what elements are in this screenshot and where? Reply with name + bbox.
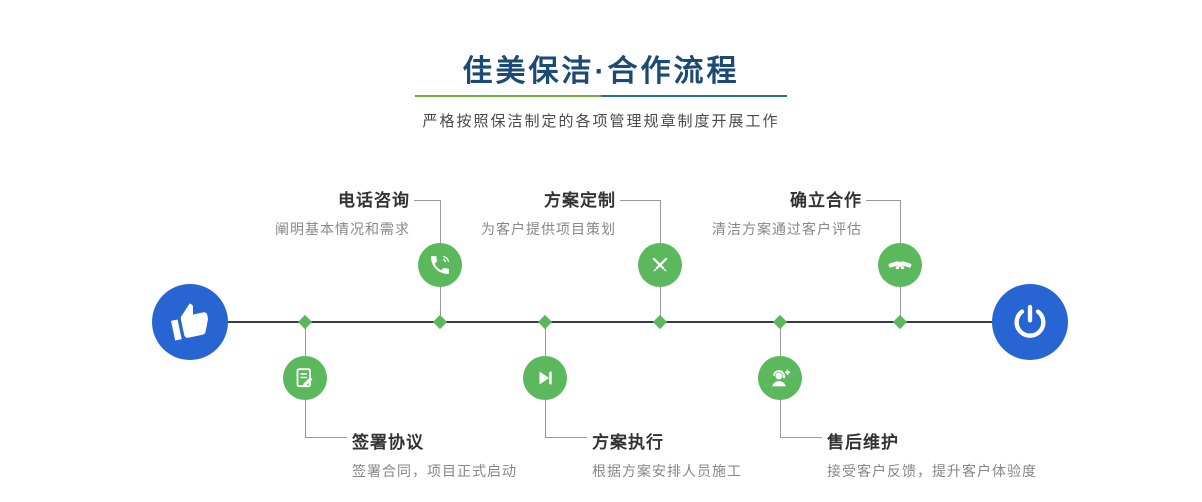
step-node-support — [758, 356, 802, 400]
connector-line — [780, 437, 822, 438]
diamond-marker — [652, 314, 668, 330]
step-label-contract: 签署协议 签署合同，项目正式启动 — [352, 428, 517, 481]
timeline-line — [190, 321, 1030, 323]
underline-blue-segment — [601, 95, 787, 97]
step-label-phone: 电话咨询 阐明基本情况和需求 — [275, 186, 410, 239]
step-title: 方案定制 — [544, 191, 616, 210]
handshake-icon — [887, 252, 913, 278]
step-title: 电话咨询 — [338, 191, 410, 210]
diamond-marker — [772, 314, 788, 330]
connector-line — [620, 200, 660, 201]
step-desc: 为客户提供项目策划 — [481, 221, 616, 237]
step-node-phone — [418, 243, 462, 287]
diamond-marker — [297, 314, 313, 330]
step-desc: 清洁方案通过客户评估 — [712, 221, 862, 237]
step-title: 方案执行 — [592, 433, 664, 452]
connector-line — [866, 200, 900, 201]
step-desc: 阐明基本情况和需求 — [275, 221, 410, 237]
step-desc: 接受客户反馈，提升客户体验度 — [827, 463, 1037, 479]
step-node-design — [638, 243, 682, 287]
step-node-handshake — [878, 243, 922, 287]
connector-line — [545, 437, 587, 438]
step-label-play: 方案执行 根据方案安排人员施工 — [592, 428, 742, 481]
play-icon — [533, 366, 557, 390]
support-icon — [768, 366, 793, 391]
page-subtitle: 严格按照保洁制定的各项管理规章制度开展工作 — [422, 113, 780, 130]
design-icon — [648, 253, 672, 277]
power-icon — [1010, 302, 1050, 342]
step-desc: 根据方案安排人员施工 — [592, 463, 742, 479]
step-label-handshake: 确立合作 清洁方案通过客户评估 — [712, 186, 862, 239]
step-title: 确立合作 — [790, 191, 862, 210]
end-node — [992, 284, 1068, 360]
diamond-marker — [432, 314, 448, 330]
hand-pointer-icon — [170, 302, 210, 342]
phone-icon — [428, 253, 452, 277]
step-label-design: 方案定制 为客户提供项目策划 — [481, 186, 616, 239]
step-node-play — [523, 356, 567, 400]
page-title: 佳美保洁·合作流程 — [462, 55, 740, 88]
step-label-support: 售后维护 接受客户反馈，提升客户体验度 — [827, 428, 1037, 481]
step-node-contract — [283, 356, 327, 400]
title-underline — [415, 95, 787, 97]
underline-green-segment — [415, 95, 601, 97]
step-desc: 签署合同，项目正式启动 — [352, 463, 517, 479]
diamond-marker — [537, 314, 553, 330]
step-title: 签署协议 — [352, 433, 424, 452]
diamond-marker — [892, 314, 908, 330]
step-title: 售后维护 — [827, 433, 899, 452]
connector-line — [305, 437, 347, 438]
contract-icon — [293, 366, 317, 390]
start-node — [152, 284, 228, 360]
connector-line — [414, 200, 440, 201]
